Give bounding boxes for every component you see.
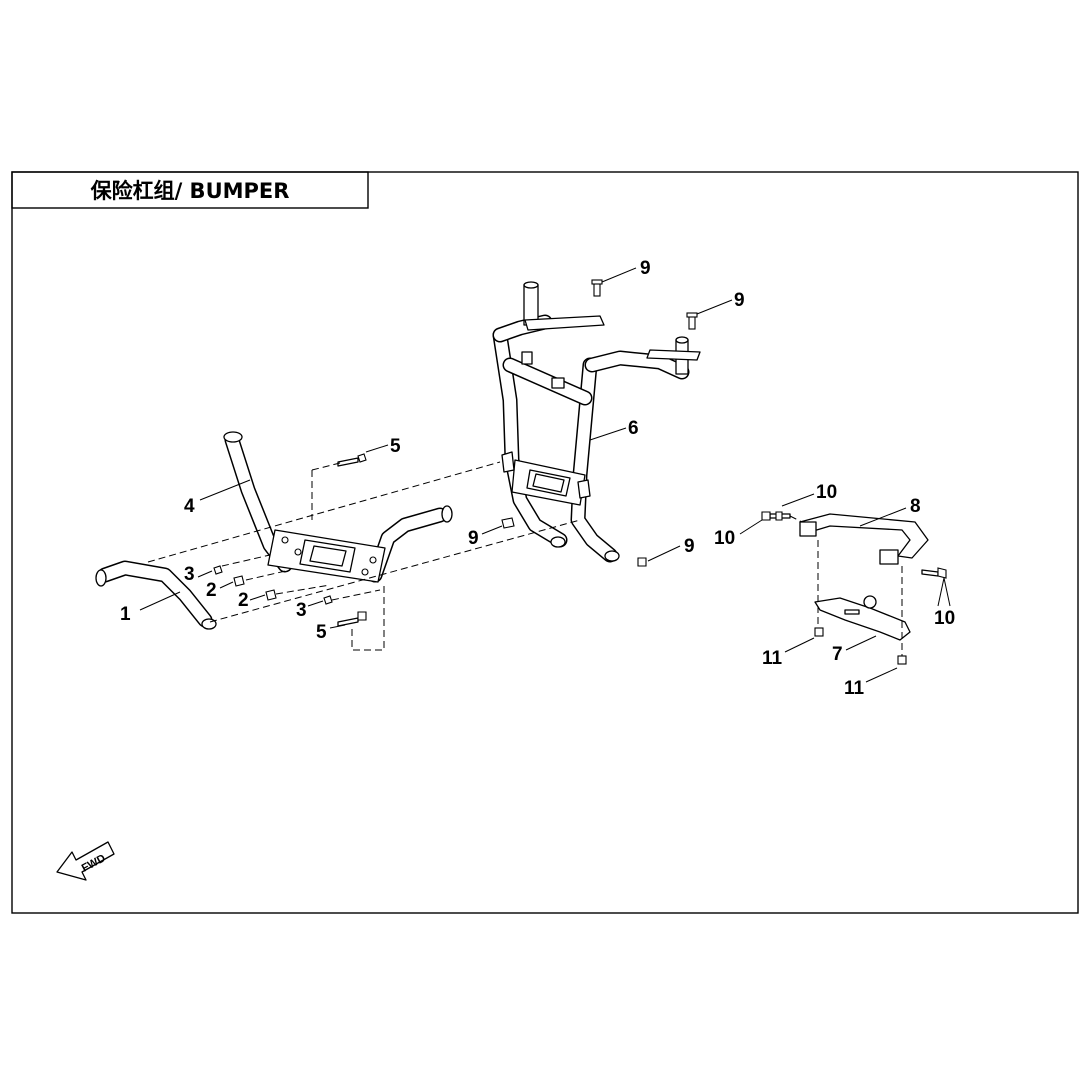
leader-lines xyxy=(139,267,951,683)
drawing-frame xyxy=(11,171,1079,914)
callout-10a: 10 xyxy=(816,482,837,503)
callout-4: 4 xyxy=(184,496,195,517)
callout-9b: 9 xyxy=(734,290,745,311)
callout-5b: 5 xyxy=(316,622,327,643)
callout-9d: 9 xyxy=(684,536,695,557)
title-block xyxy=(11,171,369,209)
callout-6: 6 xyxy=(628,418,639,439)
callout-10c: 10 xyxy=(934,608,955,629)
callout-2b: 2 xyxy=(238,590,249,611)
part-6-upper-frame xyxy=(492,281,701,563)
callout-10b: 10 xyxy=(714,528,735,549)
fwd-arrow-icon: FWD xyxy=(56,841,115,881)
fasteners xyxy=(213,279,947,665)
callout-9a: 9 xyxy=(640,258,651,279)
diagram-title: 保险杠组/ BUMPER xyxy=(90,179,290,203)
callout-1: 1 xyxy=(120,604,131,625)
part-7-plate xyxy=(814,595,911,641)
callout-8: 8 xyxy=(910,496,921,517)
part-8-brace xyxy=(799,513,929,565)
callout-9c: 9 xyxy=(468,528,479,549)
callout-3a: 3 xyxy=(184,564,195,585)
callout-7: 7 xyxy=(832,644,843,665)
callout-11a: 11 xyxy=(762,648,783,669)
callout-5a: 5 xyxy=(390,436,401,457)
assembly-lines xyxy=(147,461,903,656)
callout-3b: 3 xyxy=(296,600,307,621)
callout-11b: 11 xyxy=(844,678,865,699)
callout-labels: 1 3 2 2 3 4 5 5 6 9 9 9 9 10 10 8 10 11 … xyxy=(120,258,955,699)
part-4-left-bracket xyxy=(223,431,453,583)
part-1-lower-tube xyxy=(95,560,217,630)
callout-2a: 2 xyxy=(206,580,217,601)
